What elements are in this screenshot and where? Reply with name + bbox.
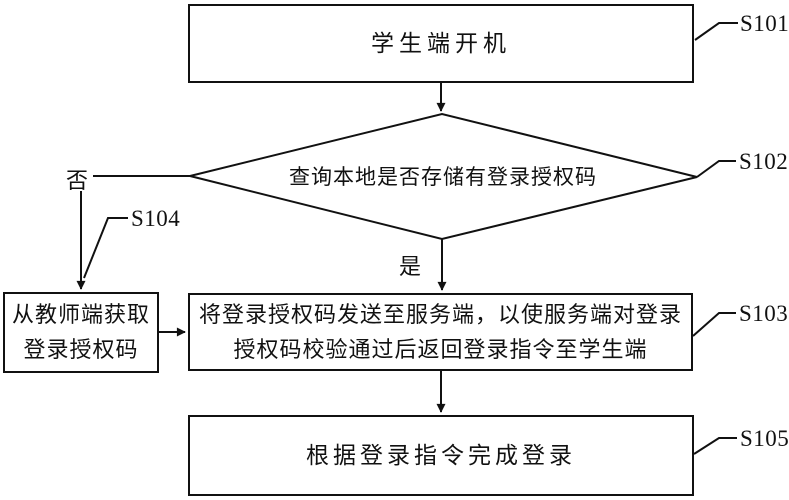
leader-s103 <box>692 312 736 337</box>
leader-s104 <box>83 217 128 279</box>
node-teacher-line2: 登录授权码 <box>23 336 139 362</box>
step-label-s104: S104 <box>131 206 181 231</box>
branch-label-yes: 是 <box>399 254 422 279</box>
node-start: 学生端开机 <box>188 4 694 83</box>
leader-s105 <box>693 437 737 455</box>
node-teacher-line1: 从教师端获取 <box>11 302 150 328</box>
step-label-s105: S105 <box>740 426 789 451</box>
node-start-label: 学生端开机 <box>371 30 511 56</box>
node-send-line2: 授权码校验通过后返回登录指令至学生端 <box>233 337 648 362</box>
node-send: 将登录授权码发送至服务端，以使服务端对登录 授权码校验通过后返回登录指令至学生端 <box>188 293 693 371</box>
node-finish-label: 根据登录指令完成登录 <box>306 442 576 468</box>
step-label-s101: S101 <box>740 11 789 36</box>
node-send-line1: 将登录授权码发送至服务端，以使服务端对登录 <box>198 301 682 327</box>
node-finish: 根据登录指令完成登录 <box>188 415 694 496</box>
node-teacher: 从教师端获取 登录授权码 <box>3 292 159 373</box>
step-label-s102: S102 <box>739 149 789 174</box>
leader-s102 <box>696 160 736 178</box>
branch-label-no: 否 <box>66 168 89 193</box>
step-label-s103: S103 <box>739 301 789 326</box>
leader-s101 <box>694 22 738 41</box>
node-decision-label: 查询本地是否存储有登录授权码 <box>289 165 597 189</box>
